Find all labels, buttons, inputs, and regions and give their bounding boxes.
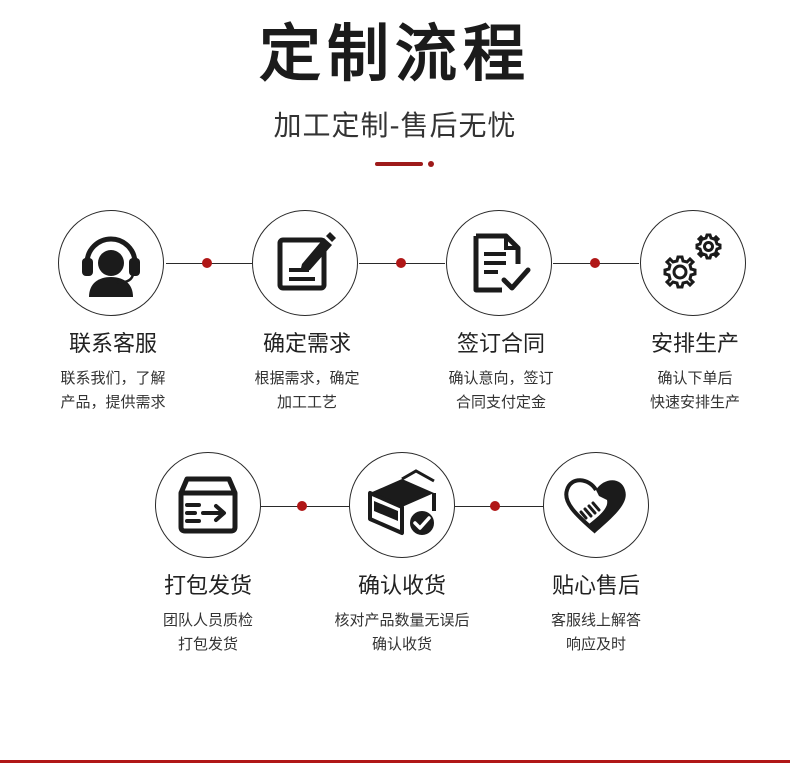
- step-desc: 打包发货: [177, 635, 238, 653]
- step-desc: 核对产品数量无误后: [334, 611, 470, 629]
- connector-dot: [202, 258, 212, 268]
- box-check-icon: [368, 469, 436, 537]
- step-title: 安排生产: [650, 332, 739, 357]
- step-circle-requirements: [252, 210, 358, 316]
- step-desc: 快速安排生产: [649, 393, 740, 411]
- package-send-icon: [178, 476, 238, 534]
- step-desc: 确认下单后: [657, 369, 733, 387]
- step-title: 打包发货: [163, 574, 252, 599]
- step-desc: 确认收货: [371, 635, 432, 653]
- step-desc: 团队人员质检: [162, 611, 253, 629]
- step-title: 联系客服: [68, 332, 157, 357]
- step-desc: 响应及时: [565, 635, 626, 653]
- customer-service-icon: [82, 236, 140, 297]
- page-title: 定制流程: [258, 17, 531, 90]
- step-title: 确认收货: [357, 574, 446, 599]
- step-desc: 客服线上解答: [550, 611, 641, 629]
- step-desc: 产品，提供需求: [60, 393, 166, 411]
- connector-dot: [590, 258, 600, 268]
- connector-dot: [490, 501, 500, 511]
- step-circle-customer-service: [58, 210, 164, 316]
- step-circle-contract: [446, 210, 552, 316]
- step-circle-production: [640, 210, 746, 316]
- step-title: 签订合同: [456, 332, 545, 357]
- step-desc: 加工工艺: [276, 393, 337, 411]
- edit-document-icon: [277, 232, 336, 291]
- title-decoration: [375, 160, 435, 168]
- step-desc: 根据需求，确定: [254, 369, 360, 387]
- step-circle-receipt: [349, 452, 455, 558]
- contract-check-icon: [473, 233, 531, 293]
- gears-icon: [663, 233, 722, 289]
- page-subtitle: 加工定制-售后无忧: [273, 109, 517, 142]
- handshake-heart-icon: [564, 478, 626, 534]
- step-desc: 确认意向，签订: [448, 369, 554, 387]
- step-circle-after-sales: [543, 452, 649, 558]
- connector-dot: [297, 501, 307, 511]
- connector-dot: [396, 258, 406, 268]
- step-desc: 合同支付定金: [455, 393, 546, 411]
- step-title: 贴心售后: [551, 574, 640, 599]
- bottom-divider: [0, 760, 790, 763]
- step-desc: 联系我们，了解: [60, 369, 166, 387]
- step-title: 确定需求: [262, 332, 351, 357]
- step-circle-shipping: [155, 452, 261, 558]
